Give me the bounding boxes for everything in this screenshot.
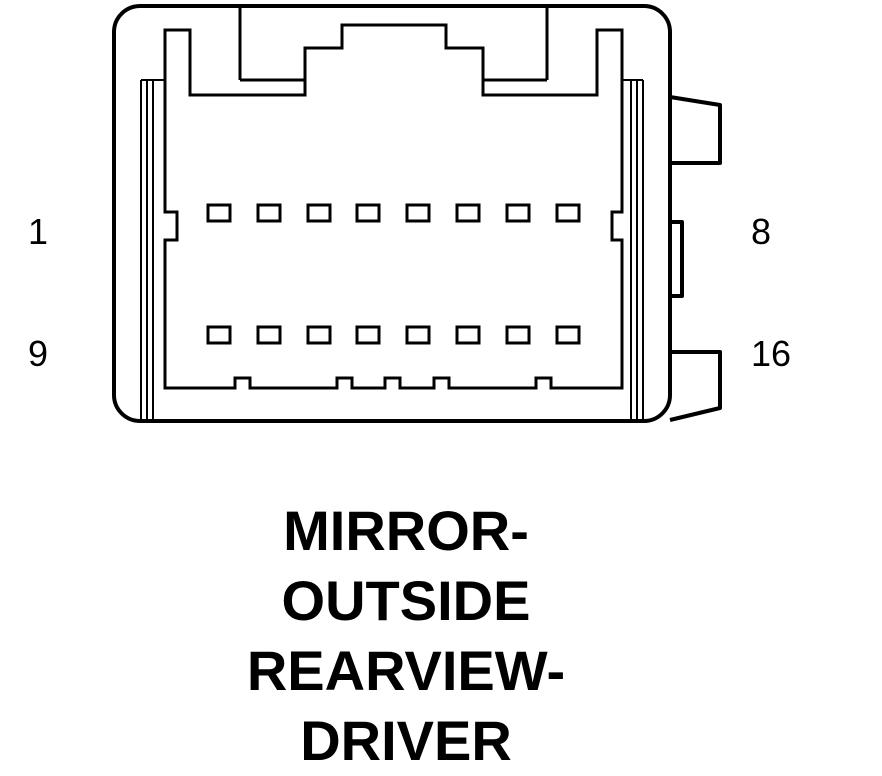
caption-line-2: OUTSIDE [281, 569, 531, 632]
caption-line-4: DRIVER [300, 709, 512, 772]
pin-label-1: 1 [28, 211, 48, 252]
pin-label-9: 9 [28, 333, 48, 374]
pin-cavity-6 [455, 203, 481, 223]
connector-housing [112, 4, 672, 423]
pin-cavity-7 [505, 203, 531, 223]
pin-cavity-8 [555, 203, 581, 223]
pin-label-16: 16 [751, 333, 791, 374]
pin-cavity-16 [555, 325, 581, 345]
pin-cavity-9 [206, 325, 232, 345]
pin-cavity-11 [306, 325, 332, 345]
pin-cavity-13 [405, 325, 431, 345]
caption-line-3: REARVIEW- [246, 639, 566, 702]
locking-tab-lower [669, 350, 722, 422]
pin-cavity-4 [355, 203, 381, 223]
pin-cavity-3 [306, 203, 332, 223]
pin-row-top [206, 203, 581, 223]
locking-tab-upper [669, 95, 722, 165]
pin-cavity-10 [256, 325, 282, 345]
pin-cavity-14 [455, 325, 481, 345]
pin-row-bottom [206, 325, 581, 345]
pin-cavity-2 [256, 203, 282, 223]
caption-line-1: MIRROR- [283, 499, 529, 562]
pin-cavity-5 [405, 203, 431, 223]
locking-tab-middle [670, 220, 684, 298]
pin-cavity-1 [206, 203, 232, 223]
pin-label-8: 8 [751, 211, 771, 252]
connector-caption: MIRROR- OUTSIDE REARVIEW- DRIVER [0, 496, 812, 776]
pin-cavity-12 [355, 325, 381, 345]
pin-cavity-15 [505, 325, 531, 345]
connector-cavity [163, 23, 624, 390]
